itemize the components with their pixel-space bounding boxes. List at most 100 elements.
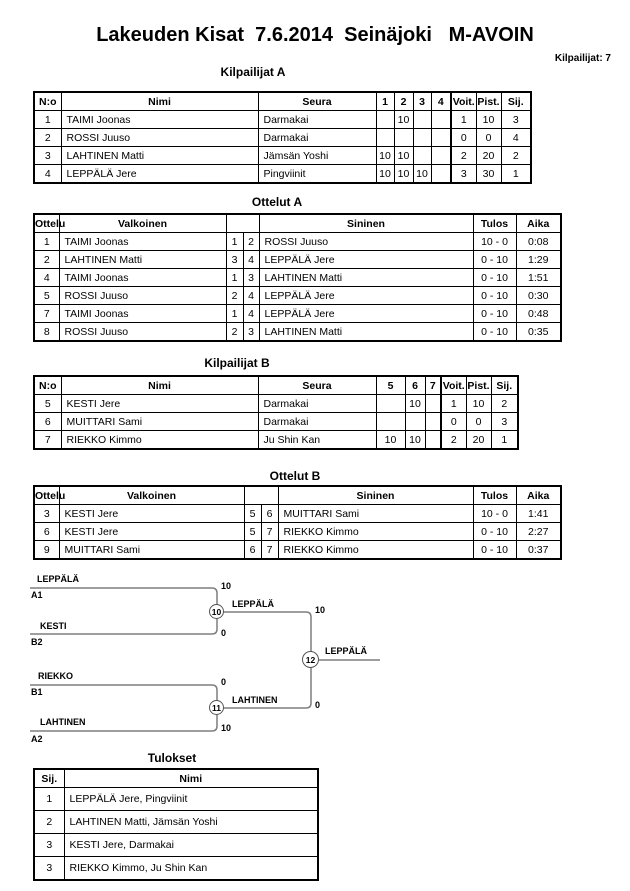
table-cell: 6	[33, 522, 60, 541]
table-cell: LAHTINEN Matti	[60, 146, 259, 165]
table-cell: KESTI Jere	[58, 522, 245, 541]
table-cell: 3	[33, 504, 60, 523]
table-cell: 1:29	[515, 250, 562, 269]
table-cell: 1	[33, 232, 60, 251]
table-cell: 10	[393, 146, 414, 165]
bracket-sf2-top-name: RIEKKO	[38, 671, 74, 681]
table-cell: MUITTARI Sami	[277, 504, 474, 523]
column-header: Sij.	[500, 91, 532, 111]
table-cell: RIEKKO Kimmo	[277, 540, 474, 560]
bracket-sf1-top-name: LEPPÄLÄ	[37, 574, 80, 584]
section-heading-ottelut-a: Ottelut A	[251, 195, 303, 209]
table-cell: 4	[242, 286, 260, 305]
column-header: Nimi	[60, 91, 259, 111]
column-header: Seura	[257, 375, 377, 395]
column-header: Ottelu	[33, 213, 65, 233]
table-cell: 1	[440, 394, 467, 413]
section-heading-kilpailijat-a: Kilpailijat A	[220, 65, 286, 79]
table-cell	[430, 128, 452, 147]
table-cell: KESTI Jere	[58, 504, 245, 523]
bracket-sf1-winner-name: LEPPÄLÄ	[232, 599, 275, 609]
table-cell: 7	[260, 522, 279, 541]
bracket-sf1-bottom-score: 0	[221, 628, 227, 638]
bracket-sf1-match-number: 10	[209, 604, 224, 619]
column-header: 3	[412, 91, 432, 111]
table-cell: LEPPÄLÄ Jere	[258, 250, 474, 269]
table-cell: LEPPÄLÄ Jere	[60, 164, 259, 184]
column-header: 4	[430, 91, 452, 111]
table-cell	[424, 430, 442, 450]
table-cell	[424, 394, 442, 413]
column-header: 7	[424, 375, 442, 395]
table-cell: ROSSI Juuso	[60, 128, 259, 147]
table-cell	[430, 146, 452, 165]
table-cell: 8	[33, 322, 60, 342]
table-cell: 1	[500, 164, 532, 184]
table-cell: Darmakai	[257, 128, 377, 147]
table-cell: 10	[375, 146, 395, 165]
header-row: Sij.Nimi	[33, 768, 319, 788]
bracket-sf2-bottom-name: LAHTINEN	[40, 717, 86, 727]
table-cell: 3	[500, 110, 532, 129]
bracket-final-top-score: 10	[315, 605, 326, 615]
table-cell: 0:30	[515, 286, 562, 305]
table-cell: 2	[440, 430, 467, 450]
bracket-sf2-bottom-seed: A2	[31, 734, 43, 744]
table-cell	[430, 110, 452, 129]
column-header: Nimi	[63, 768, 319, 788]
bracket-sf1-top-score: 10	[221, 581, 232, 591]
bracket-sf1-top-seed: A1	[31, 590, 43, 600]
table-cell: MUITTARI Sami	[60, 412, 259, 431]
table-cell: 1	[450, 110, 477, 129]
column-header: N:o	[33, 91, 62, 111]
table-cell: 0 - 10	[472, 522, 517, 541]
table-cell: Darmakai	[257, 412, 377, 431]
table-cell: 0 - 10	[472, 250, 517, 269]
bracket-sf1-bottom-seed: B2	[31, 637, 43, 647]
table-cell: 0 - 10	[472, 322, 517, 342]
table-cell: 0:37	[515, 540, 562, 560]
table-cell: 2	[225, 322, 244, 342]
table-cell: 0:48	[515, 304, 562, 323]
bracket-final-bottom-score: 0	[315, 700, 321, 710]
section-heading-tulokset: Tulokset	[147, 751, 197, 765]
table-cell: 3	[450, 164, 477, 184]
table-cell	[404, 412, 426, 431]
table-cell: 7	[260, 540, 279, 560]
table-cell: 0:35	[515, 322, 562, 342]
table-cell	[375, 412, 406, 431]
table-cell: 10	[465, 394, 492, 413]
table-cell	[412, 128, 432, 147]
table-cell: 0	[465, 412, 492, 431]
table-cell: 6	[260, 504, 279, 523]
table-cell: LEPPÄLÄ Jere	[258, 304, 474, 323]
table-cell: 5	[243, 522, 262, 541]
table-cell: 0	[440, 412, 467, 431]
table-cell: Darmakai	[257, 394, 377, 413]
table-cell: ROSSI Juuso	[58, 322, 227, 342]
table-cell: LEPPÄLÄ Jere	[258, 286, 474, 305]
column-header: Tulos	[472, 485, 517, 505]
table-cell	[412, 146, 432, 165]
column-header: Sininen	[258, 213, 474, 233]
column-header: Voit.	[450, 91, 477, 111]
table-cell: KESTI Jere	[60, 394, 259, 413]
table-cell: 1	[225, 268, 244, 287]
